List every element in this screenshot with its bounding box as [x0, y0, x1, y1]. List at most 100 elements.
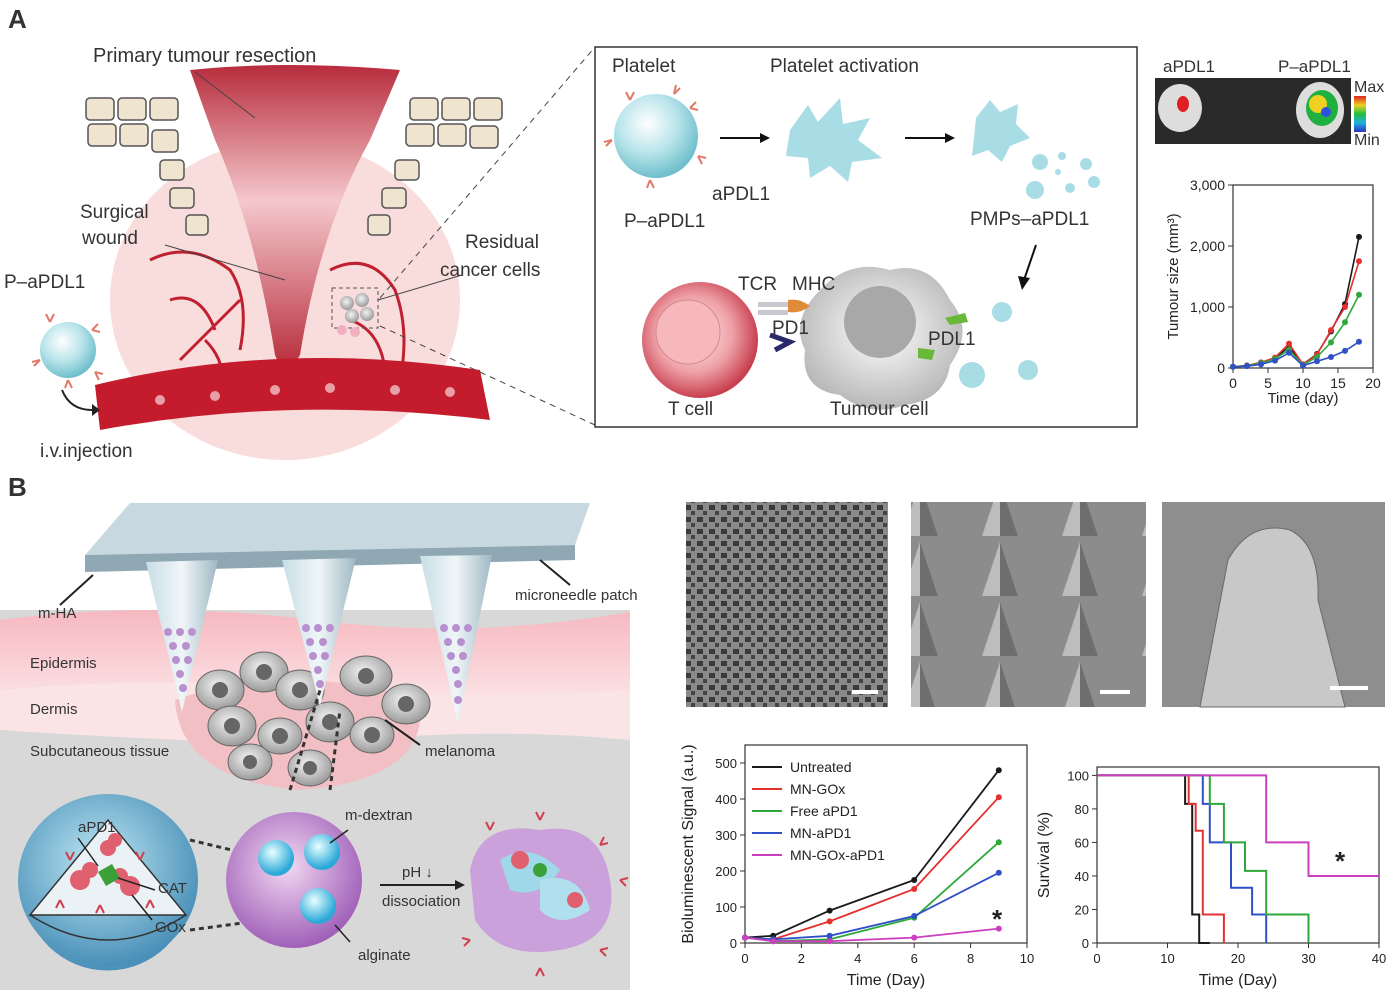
- data-point: [1272, 357, 1278, 364]
- label-wound: wound: [81, 228, 138, 249]
- label-resection: Primary tumour resection: [93, 45, 316, 67]
- x-axis-label: Time (day): [1267, 390, 1338, 407]
- data-point: [1342, 319, 1348, 326]
- patch-base-top: [85, 503, 590, 555]
- y-tick-label: 60: [1075, 835, 1089, 850]
- legend-label-1: MN-GOx: [790, 781, 845, 797]
- y-tick-label: 80: [1075, 802, 1089, 817]
- label-pd1: PD1: [772, 318, 809, 339]
- label-surgical: Surgical: [80, 202, 149, 223]
- data-point: [1230, 363, 1236, 370]
- mechanism-inset: [594, 46, 1138, 428]
- pdl1-ligands: [918, 313, 968, 360]
- label-activation: Platelet activation: [770, 56, 919, 77]
- x-tick-label: 20: [1231, 951, 1245, 966]
- data-point: [1286, 349, 1292, 356]
- imaging-panel: [1155, 78, 1366, 144]
- microneedle-2: [282, 558, 356, 706]
- nanoparticle-inside-1: [258, 840, 294, 876]
- label-ph: pH ↓: [402, 864, 433, 881]
- x-tick-label: 8: [967, 951, 974, 966]
- label-mha: m-HA: [38, 605, 76, 622]
- leader-melanoma: [384, 719, 421, 746]
- label-mdextran: m-dextran: [345, 807, 413, 824]
- alginate-microsphere: [226, 812, 362, 948]
- x-tick-label: 30: [1301, 951, 1315, 966]
- sem-porous-surface: [686, 502, 888, 707]
- microneedle-3: [420, 555, 492, 724]
- surgical-wound: [190, 65, 400, 368]
- y-tick-label: 3,000: [1190, 177, 1225, 193]
- x-tick-label: 0: [741, 951, 748, 966]
- fragmenting-platelet: [972, 100, 1030, 162]
- x-tick-label: 5: [1264, 375, 1272, 391]
- tumour-cell-nucleus: [844, 286, 916, 358]
- plot-frame: [1232, 184, 1374, 369]
- y-tick-label: 20: [1075, 902, 1089, 917]
- data-point: [826, 907, 833, 914]
- x-axis-label: Time (Day): [847, 972, 926, 989]
- activated-platelet: [786, 98, 882, 182]
- nanoparticles-in-needles: [164, 624, 472, 704]
- heat-scale-max: Max: [1354, 79, 1384, 96]
- injected-platelet-antibodies: [31, 313, 104, 389]
- imaging-label-p-apdl1: P–aPDL1: [1278, 57, 1351, 76]
- significance-star: *: [992, 904, 1003, 934]
- y-tick-label: 300: [715, 828, 737, 843]
- leader-mha: [59, 574, 94, 606]
- label-cancer-cells: cancer cells: [440, 260, 540, 281]
- data-point: [1300, 362, 1306, 369]
- data-point: [742, 934, 748, 941]
- injection-arrow-head: [92, 404, 100, 416]
- platelet-antibodies: [603, 84, 707, 189]
- label-dermis: Dermis: [30, 701, 78, 718]
- heat-scale-min: Min: [1354, 132, 1380, 149]
- series-line-0: [1097, 774, 1210, 944]
- activation-arrow-1-head: [760, 133, 770, 143]
- dissociated-particle: [470, 828, 612, 952]
- data-point: [1314, 358, 1320, 365]
- label-t-cell: T cell: [668, 399, 713, 420]
- data-point: [1328, 339, 1334, 346]
- data-point: [911, 877, 918, 883]
- y-axis-label: Tumour size (mm³): [1165, 213, 1182, 339]
- melanoma-cells: [195, 651, 431, 787]
- leader-gox: [131, 894, 153, 921]
- legend-label-3: MN-aPD1: [790, 825, 852, 841]
- x-tick-label: 4: [854, 951, 861, 966]
- series-line-2: [1097, 774, 1268, 943]
- data-point: [826, 938, 833, 945]
- activation-arrow-2-head: [945, 133, 955, 143]
- inner-antibodies: [55, 851, 155, 914]
- series-line-1: [1232, 261, 1360, 368]
- data-point: [1356, 233, 1362, 240]
- label-tumour-cell: Tumour cell: [830, 399, 929, 420]
- label-pmps: PMPs–aPDL1: [970, 209, 1089, 230]
- microneedle-illustration: [0, 503, 630, 990]
- data-point: [826, 932, 833, 939]
- label-platelet: Platelet: [612, 56, 676, 77]
- data-point: [995, 925, 1002, 932]
- y-tick-label: 2,000: [1190, 238, 1225, 254]
- dashed-link-4: [328, 709, 342, 791]
- data-point: [1286, 340, 1292, 347]
- data-point: [1244, 363, 1250, 370]
- sem-images: [686, 502, 1385, 708]
- skin-cells-left: [85, 97, 209, 236]
- cat-enzyme: [98, 864, 120, 886]
- legend-label-4: MN-GOx-aPD1: [790, 847, 885, 863]
- receptor-complex: [758, 299, 810, 353]
- platelet-microparticles: [1026, 152, 1100, 199]
- label-subcut: Subcutaneous tissue: [30, 743, 169, 760]
- label-cat: CAT: [158, 880, 187, 897]
- label-residual: Residual: [465, 232, 539, 253]
- resting-platelet: [614, 94, 698, 178]
- data-point: [911, 886, 918, 892]
- zoom-line-top: [379, 46, 596, 299]
- tumour-resection-illustration: [31, 65, 503, 460]
- data-point: [1356, 291, 1362, 298]
- scale-bar-2: [1100, 690, 1130, 694]
- pmp-arrow: [1023, 244, 1037, 281]
